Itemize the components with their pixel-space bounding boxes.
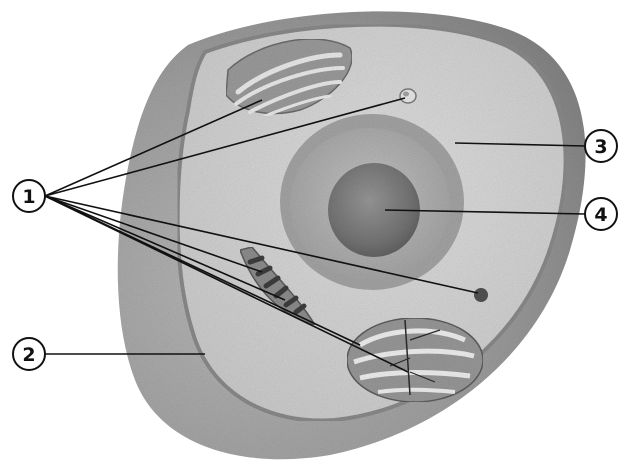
marker-4: 4 xyxy=(585,198,617,230)
marker-2-label: 2 xyxy=(22,344,35,366)
marker-2: 2 xyxy=(13,338,45,370)
ribosome xyxy=(474,288,488,302)
marker-1-label: 1 xyxy=(22,186,35,208)
marker-4-label: 4 xyxy=(594,204,607,226)
marker-1: 1 xyxy=(13,180,45,212)
marker-3: 3 xyxy=(585,130,617,162)
vesicle xyxy=(400,89,416,103)
mitochondrion xyxy=(347,318,483,402)
marker-3-label: 3 xyxy=(594,136,607,158)
